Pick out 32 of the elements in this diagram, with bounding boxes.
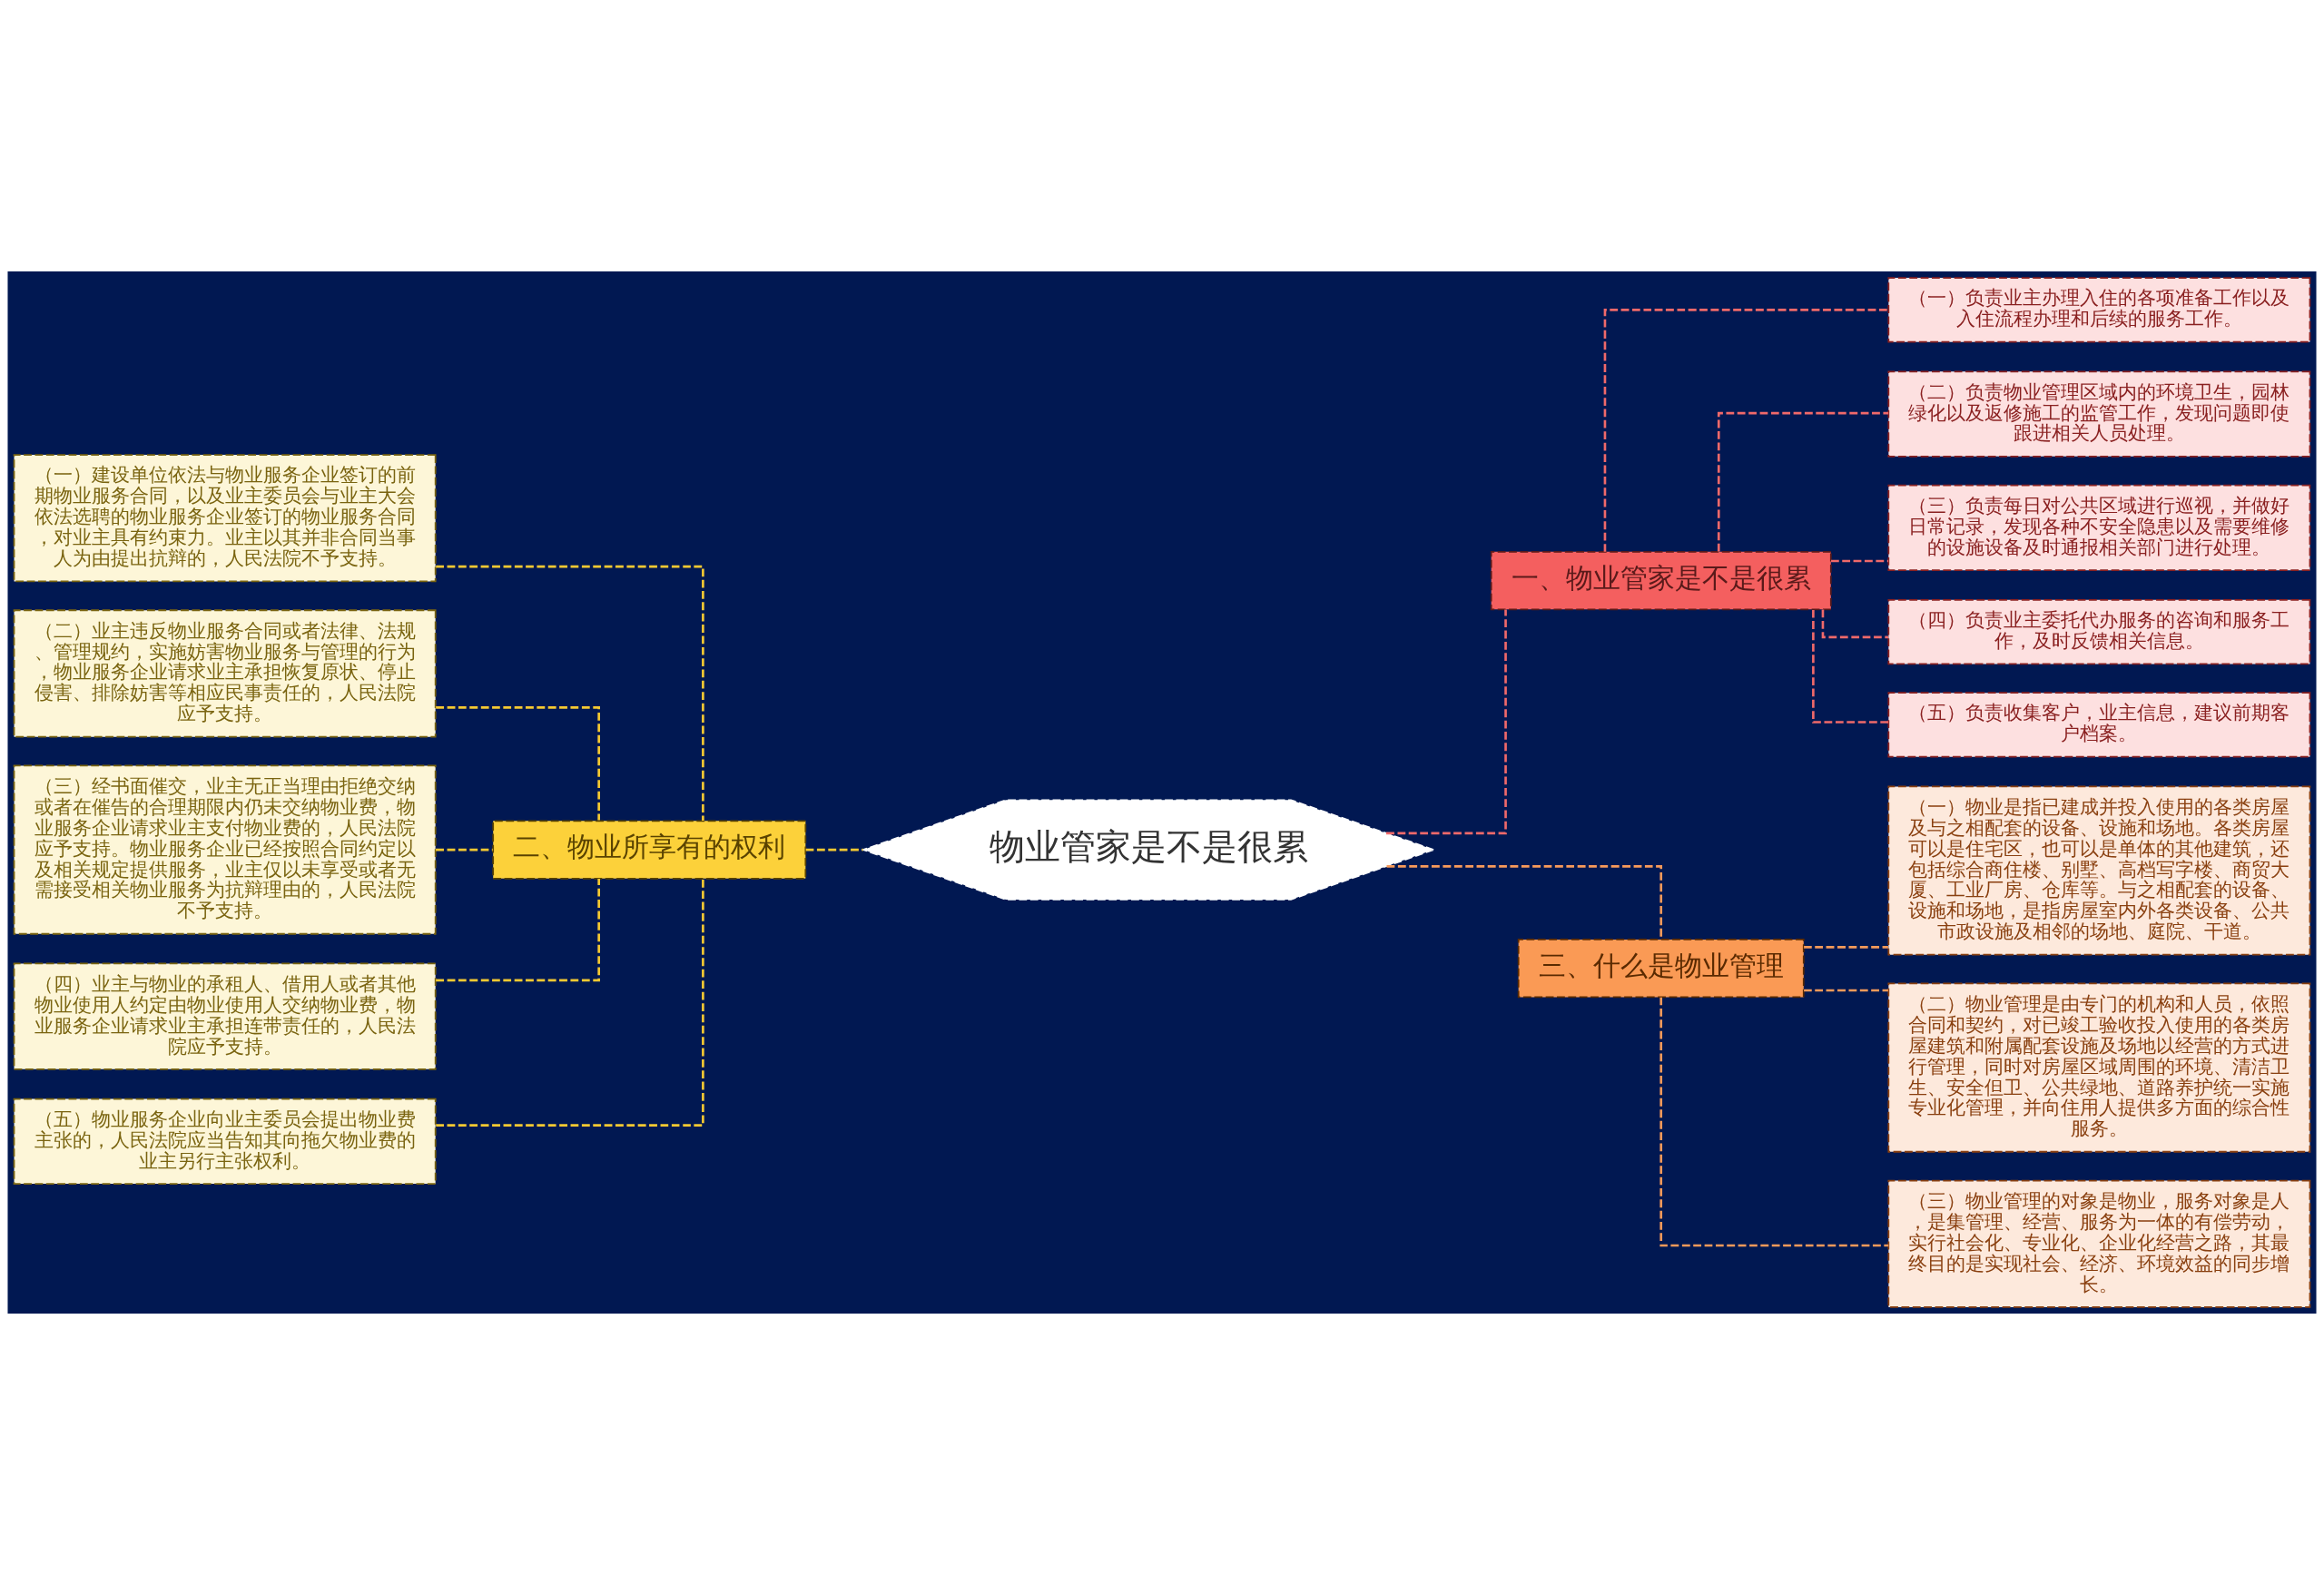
connector: [1831, 559, 1889, 563]
node-box: （二）业主违反物业服务合同或者法律、法规、管理规约，实施妨害物业服务与管理的行为，物业服务企业请求业主承担恢复原状、停止侵害、排除妨害等相应民事责任的，人民法院应予支持。: [13, 609, 437, 738]
node-box: （二）负责物业管理区域内的环境卫生，园林绿化以及返修施工的监管工作，发现问题即使跟进相关人员处理。: [1887, 370, 2311, 458]
connector: [1603, 309, 1888, 552]
connector: [436, 706, 600, 821]
connector: [1804, 945, 1888, 949]
node-box: （三）经书面催交，业主无正当理由拒绝交纳或者在催告的合理期限内仍未交纳物业费，物业服务企业请求业主支付物业费的，人民法院应予支持。物业服务企业已经按照合同约定以及相关规定提供服务，业主仅以未享受或者无需接受相关物业服务为抗辩理由的，人民法院不予支持。: [13, 764, 437, 935]
connector: [1812, 609, 1889, 724]
connector: [1717, 411, 1889, 552]
node-box: （一）物业是指已建成并投入使用的各类房屋及与之相配套的设备、设施和场地。各类房屋可以是住宅区，也可以是单体的其他建筑，还包括综合商住楼、别墅、高档写字楼、商贸大厦、工业厂房、仓库等。与之相配套的设备、设施和场地，是指房屋室内外各类设备、公共市政设施及相邻的场地、庭院、干道。: [1887, 785, 2311, 956]
connector: [436, 848, 493, 852]
connector: [1385, 609, 1507, 835]
node-box: （一）建设单位依法与物业服务企业签订的前期物业服务合同，以及业主委员会与业主大会依法选聘的物业服务企业签订的物业服务合同，对业主具有约束力。业主以其并非合同当事人为由提出抗辩的，人民法院不予支持。: [13, 454, 437, 583]
connector: [1386, 865, 1663, 940]
connector: [1821, 609, 1889, 639]
connector: [436, 565, 704, 821]
connector: [436, 879, 704, 1127]
node-box: （一）负责业主办理入住的各项准备工作以及入住流程办理和后续的服务工作。: [1887, 277, 2311, 343]
node-box: （四）负责业主委托代办服务的咨询和服务工作，及时反馈相关信息。: [1887, 598, 2311, 665]
node-box: （五）物业服务企业向业主委员会提出物业费主张的，人民法院应当告知其向拖欠物业费的业主另行主张权利。: [13, 1098, 437, 1185]
connector: [805, 848, 863, 852]
node-box: 一、物业管家是不是很累: [1490, 550, 1832, 611]
node-box: （四）业主与物业的承租人、借用人或者其他物业使用人约定由物业使用人交纳物业费，物业服务企业请求业主承担连带责任的，人民法院应予支持。: [13, 962, 437, 1070]
node-box: （三）物业管理的对象是物业，服务对象是人，是集管理、经营、服务为一体的有偿劳动，实行社会化、专业化、企业化经营之路，其最终目的是实现社会、经济、环境效益的同步增长。: [1887, 1179, 2311, 1308]
connector: [1804, 989, 1888, 992]
node-box: 二、物业所享有的权利: [492, 820, 807, 880]
connector: [1659, 997, 1889, 1247]
node-box: （三）负责每日对公共区域进行巡视，并做好日常记录，发现各种不安全隐患以及需要维修的设施设备及时通报相关部门进行处理。: [1887, 484, 2311, 571]
connector: [436, 879, 600, 982]
node-box: （二）物业管理是由专门的机构和人员，依照合同和契约，对已竣工验收投入使用的各类房屋建筑和附属配套设施及场地以经营的方式进行管理，同时对房屋区域周围的环境、清洁卫生、安全但卫、公共绿地、道路养护统一实施专业化管理，并向住用人提供多方面的综合性服务。: [1887, 982, 2311, 1153]
node-box: 三、什么是物业管理: [1517, 939, 1805, 999]
node-box: （五）负责收集客户，业主信息，建议前期客户档案。: [1887, 692, 2311, 758]
